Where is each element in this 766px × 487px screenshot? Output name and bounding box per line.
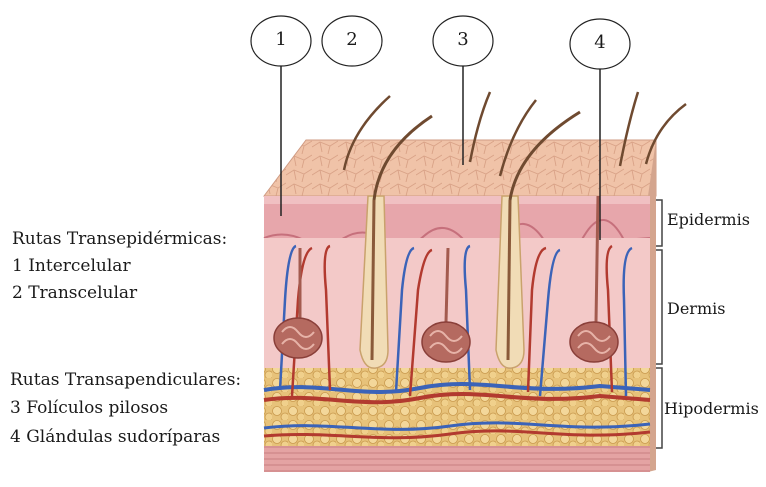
label-dermis: Dermis xyxy=(667,299,725,319)
legend-item-2: 2 Transcelular xyxy=(12,283,137,303)
muscle-layer xyxy=(264,446,650,472)
callout-label-3: 3 xyxy=(448,29,478,50)
callout-label-1: 1 xyxy=(266,29,296,50)
legend-item-1: 1 Intercelular xyxy=(12,256,131,276)
callout-label-4: 4 xyxy=(585,32,615,53)
legend-item-4: 4 Glándulas sudoríparas xyxy=(10,427,220,447)
skin-surface xyxy=(264,140,656,196)
legend-item-3: 3 Folículos pilosos xyxy=(10,398,168,418)
layer-brackets xyxy=(656,200,662,448)
label-hypodermis: Hipodermis xyxy=(664,399,759,419)
label-epidermis: Epidermis xyxy=(667,210,750,230)
transappendageal-title: Rutas Transapendiculares: xyxy=(10,370,241,390)
callout-label-2: 2 xyxy=(337,29,367,50)
transepidermal-title: Rutas Transepidérmicas: xyxy=(12,229,227,249)
